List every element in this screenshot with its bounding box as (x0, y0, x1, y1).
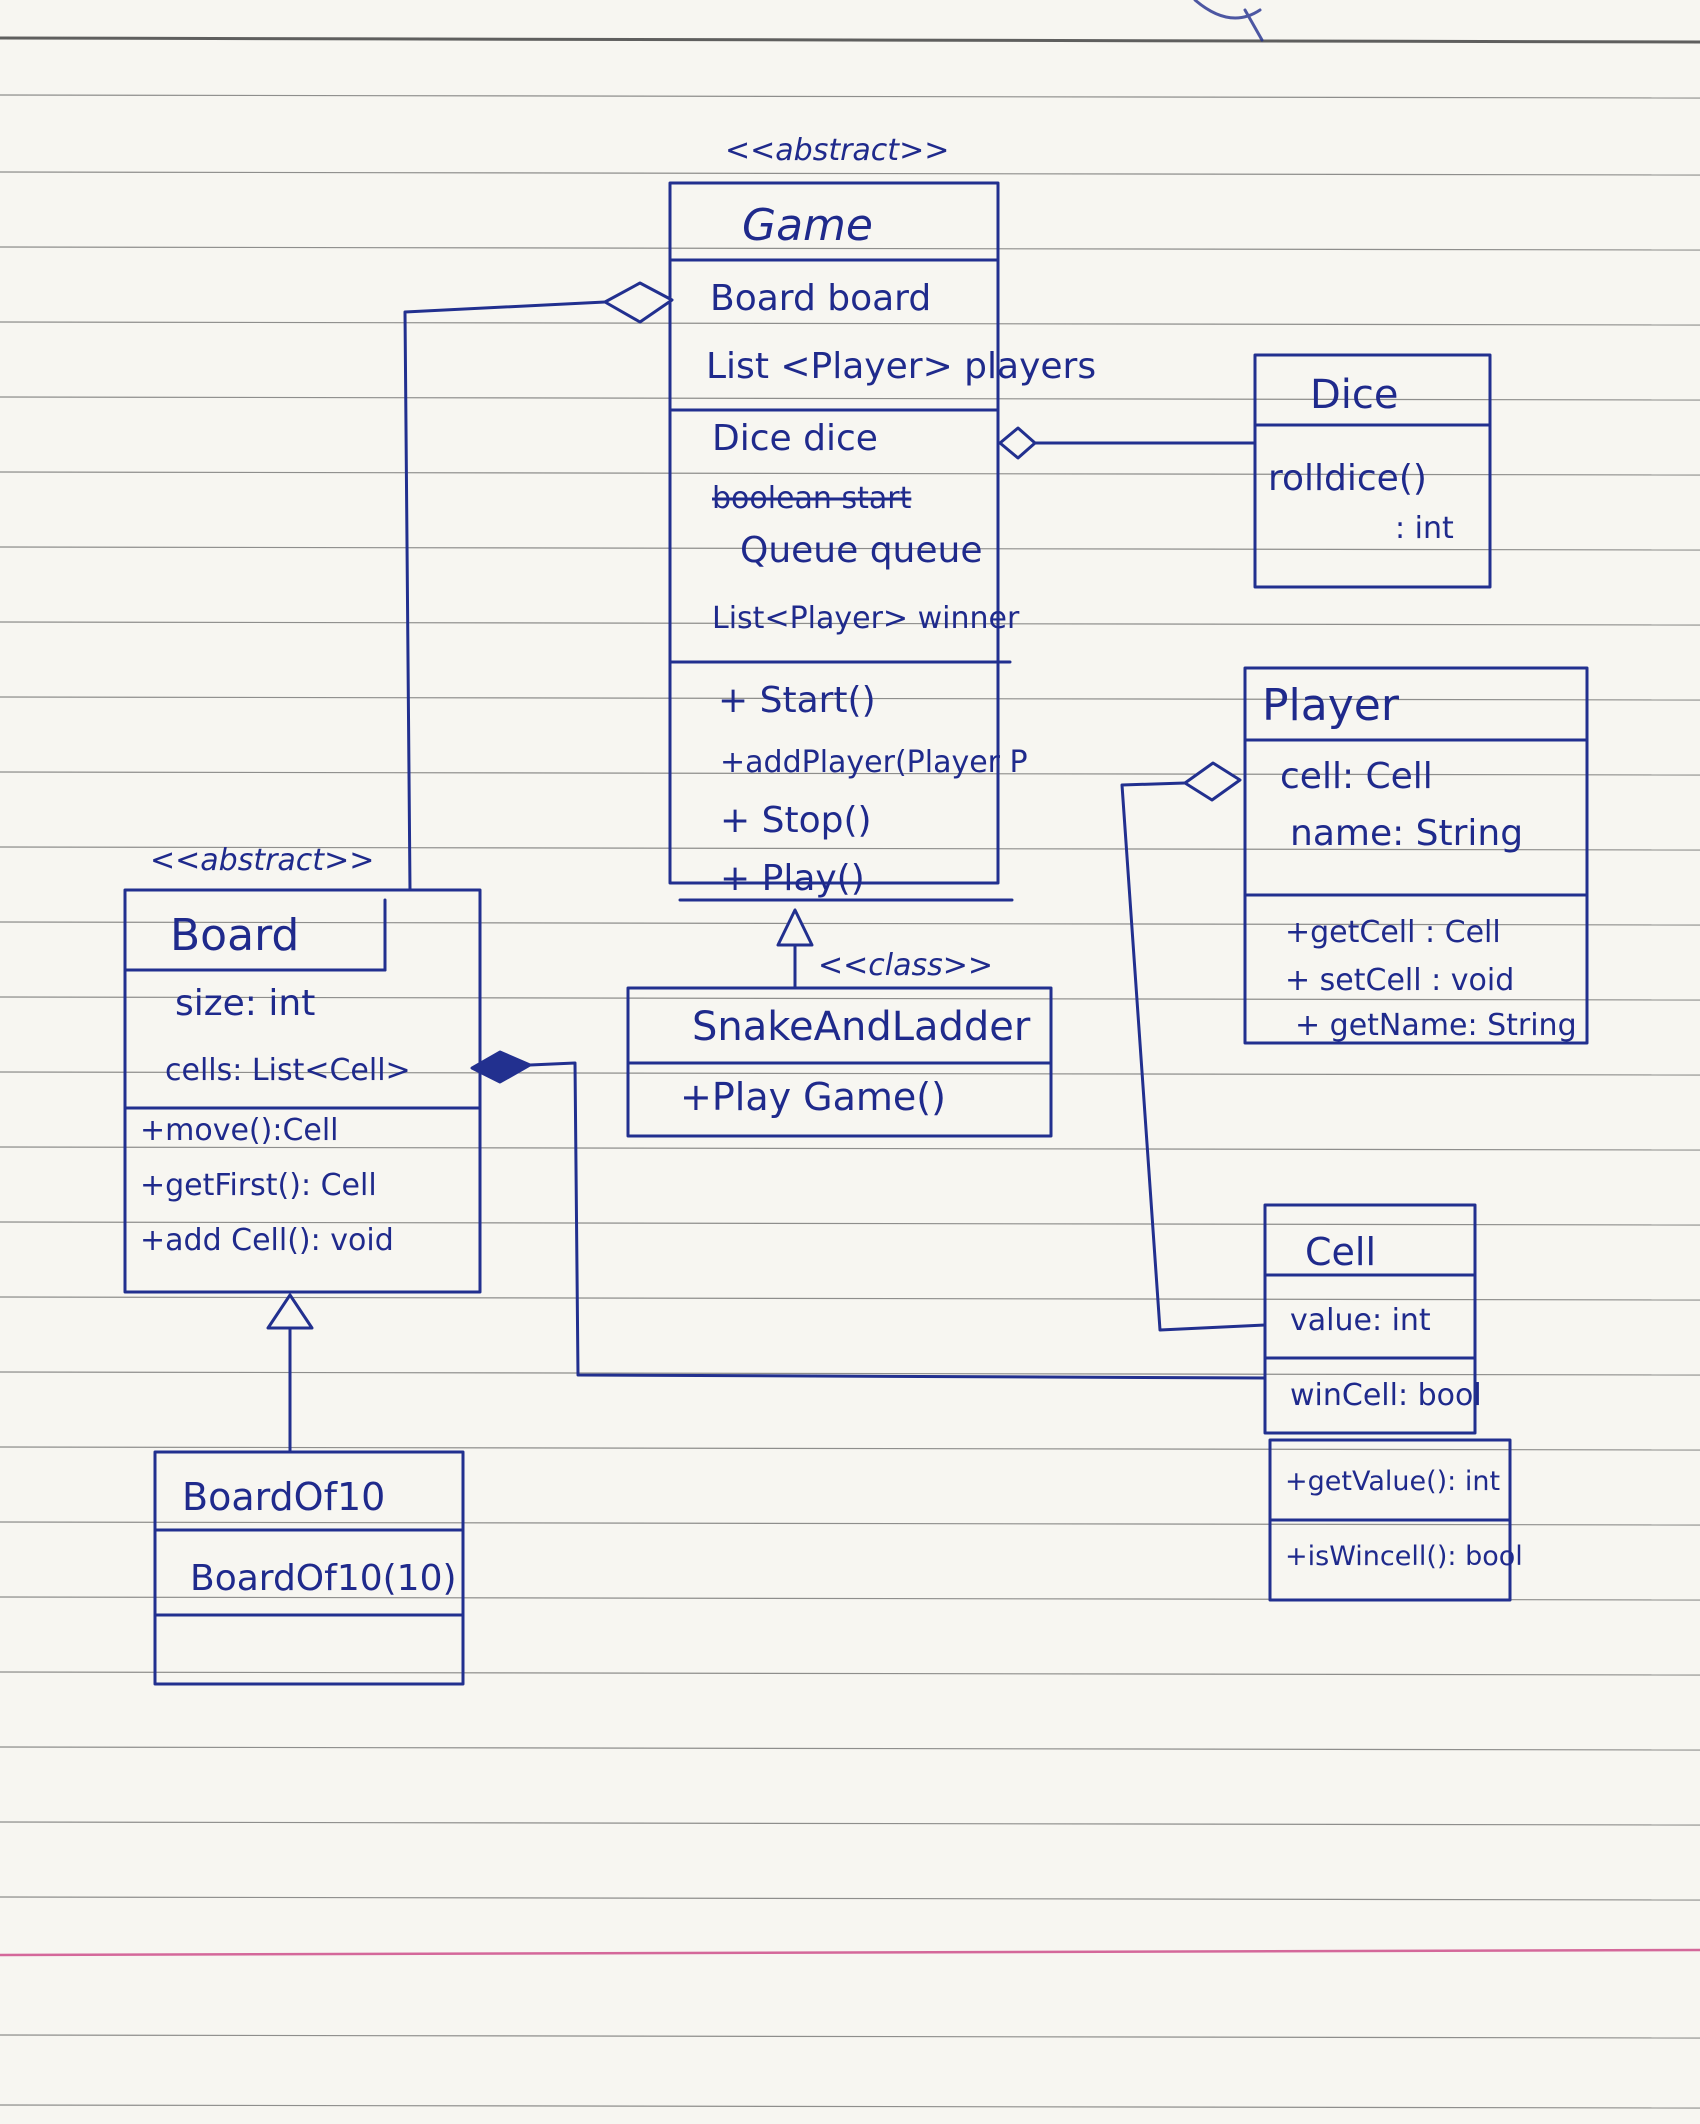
game-class: <<abstract>> Game Board board List <Play… (668, 133, 1096, 902)
game-method-stop: + Stop() (720, 800, 872, 841)
game-board-aggregation-line (403, 300, 607, 892)
dice-name: Dice (1310, 372, 1399, 418)
board-cell-composition-diamond (470, 1050, 532, 1084)
ruled-lines (0, 36, 1700, 2109)
top-scribble (1193, 0, 1264, 42)
snakeandladder-class: <<class>> SnakeAndLadder +Play Game() (626, 948, 1053, 1138)
game-box (668, 181, 1000, 885)
game-stereotype: <<abstract>> (725, 133, 949, 168)
player-box (1243, 666, 1589, 1045)
game-method-start: + Start() (718, 680, 876, 721)
cell-box (1263, 1203, 1477, 1435)
snake-game-inheritance-arrow (776, 908, 814, 947)
board-cell-composition-line (528, 1061, 1267, 1380)
player-method-getname: + getName: String (1295, 1008, 1577, 1043)
game-board-aggregation-diamond (603, 281, 674, 324)
board-method-addcell: +add Cell(): void (140, 1223, 394, 1258)
boardof10-name: BoardOf10 (182, 1475, 385, 1519)
board-method-move: +move():Cell (140, 1113, 339, 1148)
player-class: Player cell: Cell name: String +getCell … (1243, 666, 1589, 1045)
player-name: Player (1262, 680, 1400, 731)
dice-method-roll: rolldice() (1268, 458, 1427, 499)
game-method-play: + Play() (720, 858, 865, 899)
game-attr-dice: Dice dice (712, 418, 878, 459)
board-method-getfirst: +getFirst(): Cell (140, 1168, 377, 1203)
board-stereotype: <<abstract>> (150, 843, 374, 878)
boardof10-box (153, 1450, 465, 1686)
game-attr-winner: List<Player> winner (712, 601, 1020, 636)
snake-stereotype: <<class>> (818, 948, 993, 983)
game-name: Game (742, 200, 873, 251)
relationships (266, 281, 1267, 1454)
snake-name: SnakeAndLadder (692, 1004, 1031, 1050)
cell-attr-wincell: winCell: bool (1290, 1378, 1482, 1413)
cell-class: Cell value: int winCell: bool +getValue(… (1263, 1203, 1523, 1602)
player-cell-aggregation-diamond (1183, 761, 1242, 802)
boardof10-method-ctor: BoardOf10(10) (190, 1558, 457, 1599)
game-attr-players: List <Player> players (706, 346, 1096, 387)
board-attr-cells: cells: List<Cell> (165, 1053, 411, 1088)
player-attr-name: name: String (1290, 813, 1523, 854)
game-attr-board: Board board (710, 278, 931, 319)
dice-method-return: : int (1395, 511, 1454, 546)
player-cell-aggregation-line (1120, 781, 1267, 1332)
board-name: Board (170, 910, 299, 961)
boardof10-board-inheritance-arrow (266, 1293, 314, 1330)
dice-class: Dice rolldice() : int (1253, 353, 1492, 589)
game-attr-start: boolean start (712, 481, 912, 516)
board-attr-size: size: int (175, 983, 315, 1024)
board-box (123, 888, 482, 1294)
dice-box (1253, 353, 1492, 589)
snake-method-playgame: +Play Game() (680, 1075, 946, 1119)
game-attr-queue: Queue queue (740, 530, 983, 571)
cell-attr-value: value: int (1290, 1303, 1431, 1338)
player-method-setcell: + setCell : void (1285, 963, 1514, 998)
boardof10-class: BoardOf10 BoardOf10(10) (153, 1450, 465, 1686)
game-dice-aggregation-diamond (998, 426, 1037, 460)
player-method-getcell: +getCell : Cell (1285, 915, 1501, 950)
board-class: <<abstract>> Board size: int cells: List… (123, 843, 482, 1294)
cell-method-getvalue: +getValue(): int (1285, 1466, 1500, 1497)
player-attr-cell: cell: Cell (1280, 756, 1433, 797)
cell-name: Cell (1305, 1230, 1376, 1274)
game-method-addplayer: +addPlayer(Player P (720, 745, 1028, 780)
cell-method-iswincell: +isWincell(): bool (1285, 1541, 1523, 1572)
